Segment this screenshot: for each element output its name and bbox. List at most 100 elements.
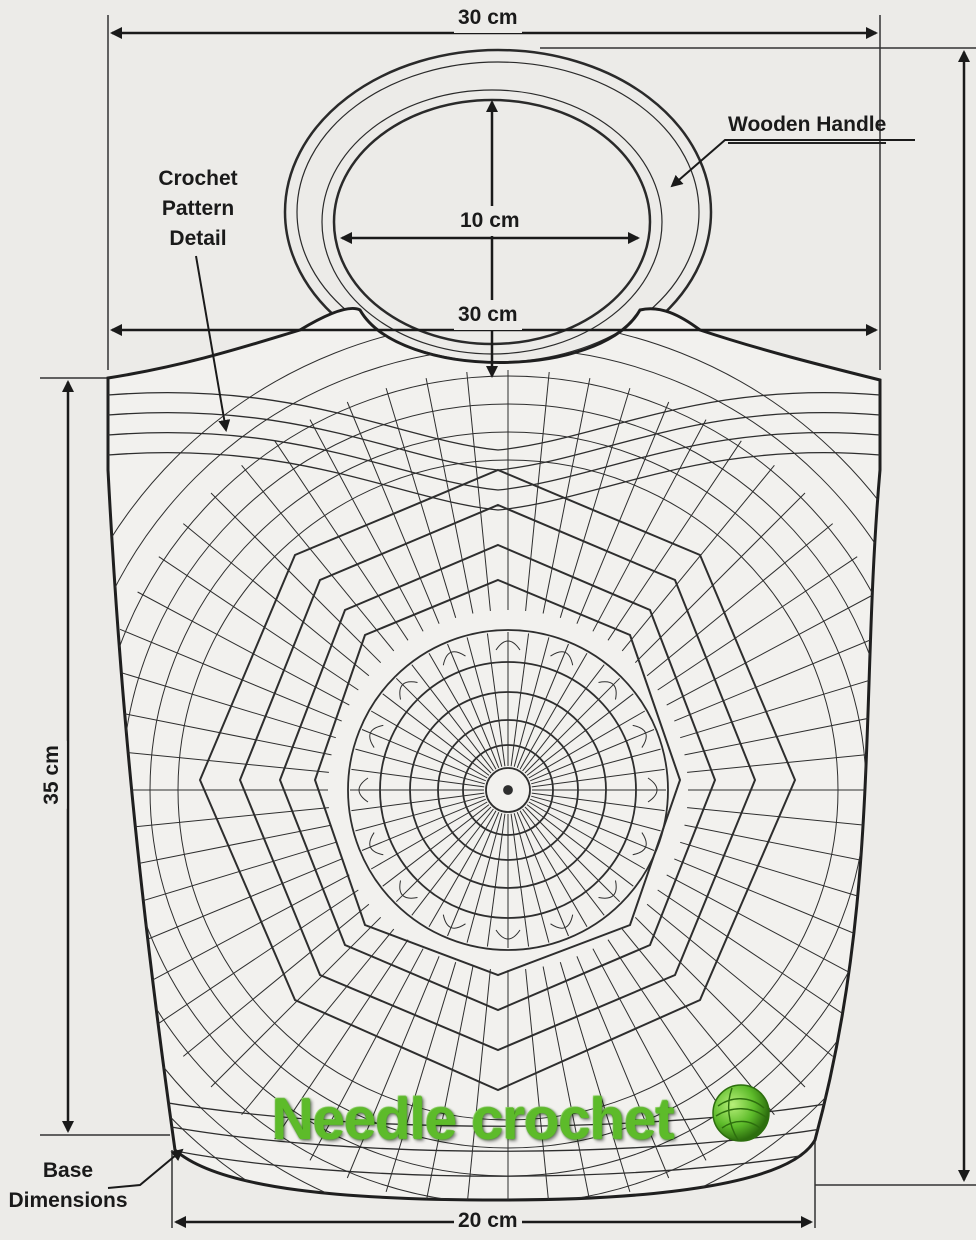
mandala-spoke [530,729,655,782]
mandala-spoke [522,808,605,916]
mandala-petal [598,880,617,899]
crochet-pattern-line-3: Detail [169,227,227,250]
mandala-petal [442,914,466,929]
mesh-strand [559,962,631,1193]
mesh-strand [309,419,424,632]
mandala-spoke [510,813,530,947]
mesh-strand [525,371,550,611]
mesh-strand [666,591,879,706]
mesh-strand [576,956,670,1179]
mandala-petal [647,777,658,803]
mandala-spoke [382,804,490,887]
mesh-strand [657,556,858,691]
leader-lines [107,139,915,1189]
mesh-strand [119,858,342,952]
mandala-petal [358,777,369,803]
mesh-strand [241,464,395,652]
mandala-spoke [428,810,497,928]
mandala-spoke [351,792,485,812]
mandala-spoke [361,798,486,851]
mandala-petal [632,832,647,856]
mesh-strand [621,464,775,652]
mandala-spoke [526,804,634,887]
mesh-strand [684,707,880,756]
mesh-strand [525,969,550,1200]
mandala-petal [399,681,418,700]
mesh-strand [274,939,409,1140]
mesh-strand [634,492,806,664]
mandala-spoke [513,813,550,943]
mesh-strand [241,928,395,1116]
mandala-spoke [516,812,569,937]
mesh-strand [182,523,370,677]
base-dimensions-line-1: Base [42,1159,94,1182]
mandala-spoke [526,693,634,776]
mesh-strand [576,401,670,624]
mesh-strand [466,969,491,1200]
mandala-spoke [531,792,665,812]
mandala-spoke [486,633,506,767]
crochet-pattern-line-2: Pattern [161,197,235,220]
mesh-strand [592,948,707,1161]
mandala-spoke [370,801,488,870]
mandala-spoke [411,664,494,772]
mandala-spoke [411,808,494,916]
base-dimensions-line-2: Dimensions [8,1189,128,1212]
mandala-spoke [528,710,646,779]
mandala-petal [399,880,418,899]
mandala-petal [632,724,647,748]
top-width-label: 30 cm [454,3,522,33]
mesh-strand [634,916,806,1088]
mandala-petal [369,724,384,748]
mesh-strand [607,440,742,641]
mid-width-label: 30 cm [454,300,522,330]
mandala-spoke [395,806,492,903]
mandala-spoke [351,768,485,788]
mandala-petal [598,681,617,700]
mandala-petal [442,651,466,666]
mesh-strand [666,874,879,989]
mesh-strand [108,667,336,739]
dimension-lines [62,27,970,1228]
mesh-strand [687,748,880,773]
mandala-petal [369,832,384,856]
mesh-ring [108,375,880,1200]
mesh-strand [210,916,382,1088]
mandala-spoke [530,798,655,851]
watermark-text: Needle crochet [272,1087,675,1152]
mesh-strand [385,387,457,618]
mesh-strand [182,903,370,1057]
mesh-strand [108,707,332,756]
handle-diameter-label: 10 cm [456,206,524,236]
mandala-spoke [531,768,665,788]
base-width-label: 20 cm [454,1206,522,1236]
mesh-strand [559,387,631,618]
mandala-spoke [447,643,500,768]
mesh-ring [177,459,839,1121]
mandala-spoke [486,813,506,947]
mesh-strand [542,966,591,1200]
mandala-spoke [528,801,646,870]
mesh-strand [466,371,491,611]
mesh-strand [108,841,336,913]
mandala-spoke [361,729,486,782]
mandala-petal [550,651,574,666]
bag-body [106,306,882,1202]
height-label: 35 cm [36,741,67,809]
mesh-strand [274,440,409,641]
mesh-strand [646,523,834,677]
mandala-spoke [516,643,569,768]
mesh-strand [646,903,834,1057]
mesh-strand [346,956,440,1179]
mandala-spoke [524,677,621,774]
mandala-spoke [428,652,497,770]
mandala-petal [550,914,574,929]
mandala-spoke [531,795,661,832]
mandala-spoke [466,813,503,943]
mandala-spoke [355,748,485,785]
mesh-strand [158,889,359,1024]
mesh-strand [684,824,880,873]
mandala-spoke [355,795,485,832]
